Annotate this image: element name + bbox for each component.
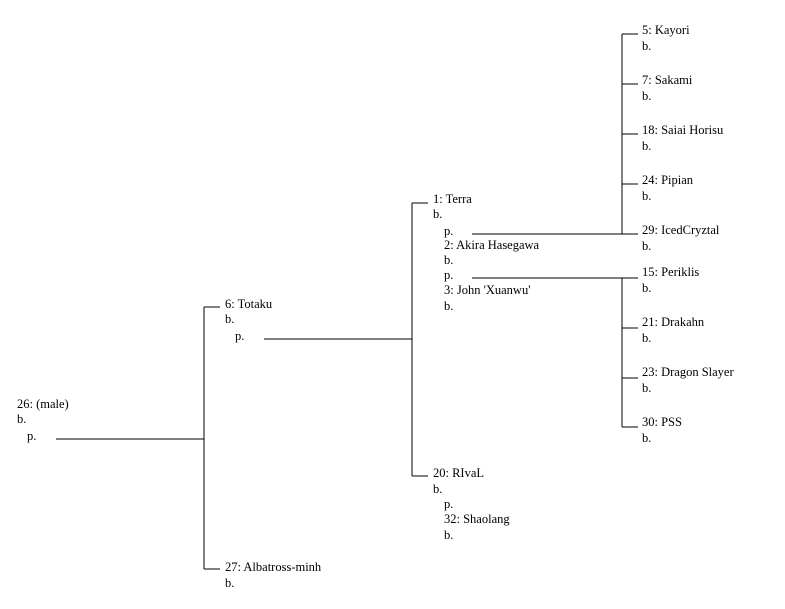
person-2-place: p. — [444, 268, 454, 282]
person-18-born: b. — [642, 139, 652, 153]
person-21-born: b. — [642, 331, 652, 345]
person-1-place: p. — [444, 224, 454, 238]
person-30-name: 30: PSS — [642, 415, 682, 429]
person-15-name: 15: Periklis — [642, 265, 700, 279]
person-1-born: b. — [433, 207, 443, 221]
person-20-name: 20: RIvaL — [433, 466, 485, 480]
person-27-name: 27: Albatross-minh — [225, 560, 322, 574]
person-32-name: 32: Shaolang — [444, 512, 510, 526]
person-1-name: 1: Terra — [433, 192, 472, 206]
person-24-born: b. — [642, 189, 652, 203]
person-5-born: b. — [642, 39, 652, 53]
person-30-born: b. — [642, 431, 652, 445]
person-2-name: 2: Akira Hasegawa — [444, 238, 540, 252]
person-29-name: 29: IcedCryztal — [642, 223, 720, 237]
person-3-born: b. — [444, 299, 454, 313]
person-5-name: 5: Kayori — [642, 23, 690, 37]
person-6-born: b. — [225, 312, 235, 326]
person-24-name: 24: Pipian — [642, 173, 694, 187]
person-15-born: b. — [642, 281, 652, 295]
person-20-place: p. — [444, 497, 454, 511]
person-6-name: 6: Totaku — [225, 297, 273, 311]
person-3-name: 3: John 'Xuanwu' — [444, 283, 531, 297]
person-26-place: p. — [27, 429, 37, 443]
person-29-born: b. — [642, 239, 652, 253]
person-32-born: b. — [444, 528, 454, 542]
person-26-name: 26: (male) — [17, 397, 69, 411]
person-23-name: 23: Dragon Slayer — [642, 365, 734, 379]
person-7-born: b. — [642, 89, 652, 103]
person-7-name: 7: Sakami — [642, 73, 693, 87]
person-18-name: 18: Saiai Horisu — [642, 123, 724, 137]
person-23-born: b. — [642, 381, 652, 395]
person-26-born: b. — [17, 412, 27, 426]
person-21-name: 21: Drakahn — [642, 315, 705, 329]
person-6-place: p. — [235, 329, 245, 343]
person-20-born: b. — [433, 482, 443, 496]
person-27-born: b. — [225, 576, 235, 590]
person-2-born: b. — [444, 253, 454, 267]
